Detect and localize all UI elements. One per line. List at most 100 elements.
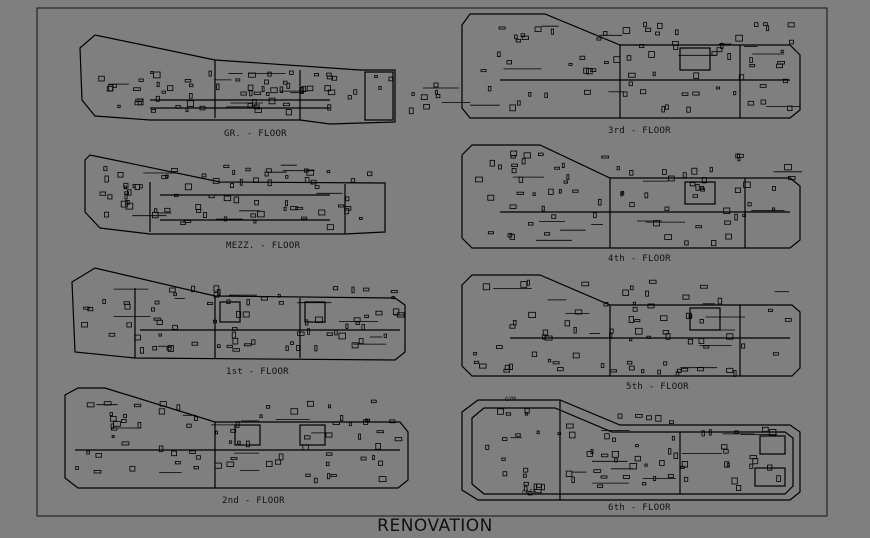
furniture-mark [738,74,745,81]
furniture-mark [485,444,490,450]
furniture-mark [681,92,689,96]
furniture-mark [590,68,597,73]
furniture-mark [692,91,700,96]
furniture-mark [569,431,576,439]
furniture-mark [233,196,240,204]
furniture-mark [152,71,161,79]
furniture-mark [314,345,318,352]
furniture-mark [742,214,746,217]
furniture-mark [573,326,577,334]
furniture-mark [266,92,270,96]
furniture-mark [695,184,700,191]
furniture-mark [186,423,192,428]
furniture-mark [789,39,794,45]
furniture-mark [632,306,638,312]
plan-fourth-floor [461,144,801,249]
furniture-mark [644,192,649,199]
furniture-mark [632,301,636,306]
furniture-mark [692,194,698,198]
furniture-mark [662,329,669,335]
furniture-mark [327,104,332,111]
furniture-mark [290,408,299,415]
furniture-mark [628,316,634,323]
furniture-mark [640,89,647,95]
furniture-mark [260,296,268,301]
furniture-mark [264,171,269,177]
plan-fifth-floor [461,274,801,377]
furniture-mark [622,27,631,34]
furniture-mark [531,351,538,357]
furniture-mark [391,296,395,300]
furniture-mark [572,189,579,193]
furniture-mark [301,216,308,220]
furniture-mark [313,477,318,484]
furniture-mark [123,413,127,418]
furniture-mark [191,341,199,346]
furniture-mark [353,317,361,322]
furniture-mark [388,76,393,82]
plan-first-floor [71,267,406,361]
furniture-mark [686,106,691,113]
furniture-mark [510,154,516,159]
furniture-mark [542,334,546,340]
furniture-mark [108,332,116,337]
furniture-mark [557,432,562,436]
furniture-mark [283,206,287,211]
furniture-mark [701,430,705,437]
furniture-mark [709,166,713,173]
furniture-mark [616,166,620,171]
furniture-mark [235,311,242,318]
furniture-mark [538,152,544,157]
furniture-mark [215,430,219,435]
furniture-mark [345,196,350,202]
furniture-mark [644,463,648,467]
furniture-mark [139,184,143,189]
furniture-mark [675,29,679,36]
furniture-mark [154,300,160,305]
furniture-mark [509,204,517,209]
furniture-mark [749,64,756,68]
furniture-mark [532,192,536,197]
furniture-mark [166,346,172,351]
furniture-mark [229,183,234,188]
furniture-mark [270,87,278,94]
furniture-mark [315,316,323,323]
furniture-mark [782,78,789,84]
furniture-mark [339,415,344,421]
furniture-mark [691,167,698,175]
furniture-mark [566,174,570,181]
furniture-mark [521,35,529,40]
furniture-mark [735,34,743,42]
furniture-mark [711,240,717,247]
furniture-mark [259,414,263,418]
furniture-mark [513,319,517,326]
furniture-mark [156,81,160,87]
furniture-mark [509,324,516,329]
furniture-mark [628,365,635,371]
furniture-mark [586,68,593,75]
furniture-mark [108,84,114,92]
furniture-mark [183,219,192,223]
furniture-mark [297,331,305,336]
furniture-mark [579,55,586,60]
furniture-mark [551,214,557,219]
furniture-mark [772,207,776,211]
furniture-mark [622,289,629,296]
furniture-mark [318,209,326,216]
furniture-mark [226,344,233,348]
furniture-mark [496,345,503,350]
furniture-mark [703,345,710,349]
furniture-mark [361,324,365,330]
furniture-mark [332,286,339,291]
furniture-mark [327,89,336,96]
furniture-mark [528,311,536,318]
furniture-mark [772,186,777,191]
furniture-mark [649,279,657,284]
furniture-mark [360,456,367,461]
furniture-mark [75,466,79,470]
plan-second-floor [64,387,409,489]
furniture-mark [345,323,349,329]
furniture-mark [509,104,516,112]
furniture-mark [124,194,128,200]
furniture-mark [156,319,163,325]
